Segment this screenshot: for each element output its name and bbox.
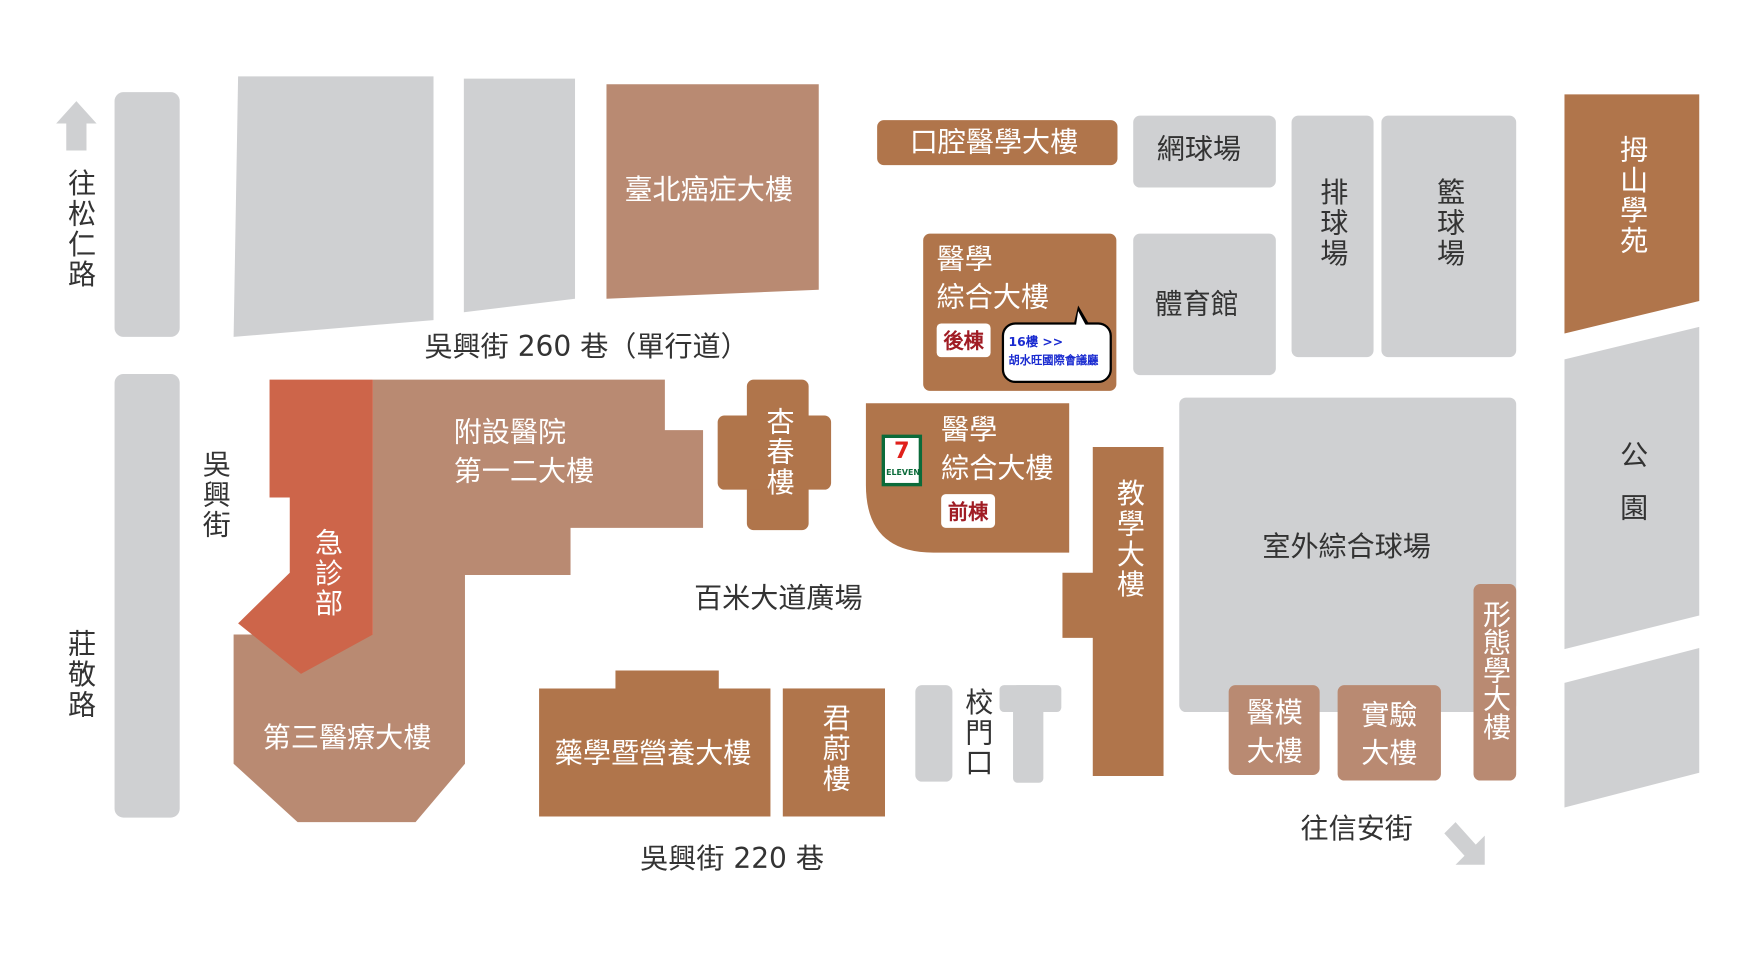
- label-morphology: 形態學大樓: [1479, 599, 1512, 741]
- label-complex-back-1: 醫學: [936, 242, 993, 276]
- conference-callout[interactable]: 16樓 >> 胡水旺國際會議廳: [1001, 322, 1112, 383]
- arrow-down-right-icon: [1444, 822, 1485, 865]
- emergency-building[interactable]: [238, 379, 373, 674]
- road-label-songren: 往松仁路: [64, 168, 97, 290]
- basketball-court[interactable]: [1381, 115, 1517, 358]
- seven-eleven-wordmark: ELEVEN: [886, 468, 920, 478]
- mushan-building[interactable]: [1564, 94, 1700, 334]
- morphology-building[interactable]: [1473, 584, 1517, 781]
- label-dental: 口腔醫學大樓: [909, 125, 1079, 159]
- callout-tail-fill: [1075, 311, 1087, 326]
- label-park: 公園: [1616, 440, 1649, 546]
- callout-floor: 16樓 >>: [1008, 334, 1064, 350]
- gray-block-1: [233, 76, 434, 337]
- gym[interactable]: [1133, 233, 1276, 376]
- label-mushan: 拇山學苑: [1616, 134, 1649, 257]
- road-label-xinyi: 往信安街: [1300, 812, 1413, 845]
- label-model-1: 醫模: [1246, 696, 1303, 729]
- label-hospital-2: 第一二大樓: [453, 454, 595, 488]
- label-complex-front-1: 醫學: [941, 413, 998, 446]
- label-emergency: 急診部: [311, 527, 344, 619]
- label-model-2: 大樓: [1246, 734, 1303, 768]
- park[interactable]: [1564, 326, 1700, 650]
- outdoor-court[interactable]: [1179, 397, 1517, 713]
- label-lab-2: 大樓: [1361, 736, 1418, 770]
- gray-block-3: [1564, 648, 1700, 808]
- badge-back: 後棟: [936, 323, 991, 358]
- road-label-lane260: 吳興街 260 巷（單行道）: [424, 330, 749, 363]
- label-plaza: 百米大道廣場: [694, 581, 863, 615]
- label-third-medical: 第三醫療大樓: [262, 721, 432, 754]
- hospital-building[interactable]: [233, 379, 704, 823]
- junwei-building[interactable]: [782, 688, 886, 817]
- label-outdoor-court: 室外綜合球場: [1262, 530, 1431, 563]
- label-tennis: 網球場: [1156, 132, 1242, 166]
- gate-stem: [1013, 685, 1044, 783]
- dental-building[interactable]: [877, 120, 1118, 166]
- label-complex-front-2: 綜合大樓: [941, 451, 1054, 485]
- road-label-wuxing: 吳興街: [198, 449, 232, 541]
- gray-block-2: [463, 78, 576, 313]
- label-junwei: 君蔚樓: [818, 703, 852, 795]
- pharmacy-building[interactable]: [539, 670, 771, 817]
- teaching-building[interactable]: [1062, 446, 1164, 777]
- label-teaching: 教學大樓: [1112, 478, 1146, 600]
- label-gate: 校門口: [961, 687, 994, 779]
- road-zhuangjing: [114, 373, 180, 818]
- label-pharmacy: 藥學暨營養大樓: [554, 736, 752, 770]
- label-complex-back-2: 綜合大樓: [936, 280, 1049, 314]
- label-basketball: 籃球場: [1433, 177, 1466, 269]
- model-building[interactable]: [1228, 685, 1320, 775]
- label-gym: 體育館: [1154, 287, 1239, 321]
- road-songren: [114, 92, 180, 337]
- volleyball-court[interactable]: [1291, 115, 1374, 358]
- tennis-court[interactable]: [1133, 115, 1276, 188]
- lab-building[interactable]: [1337, 685, 1441, 781]
- label-cancer: 臺北癌症大樓: [624, 172, 793, 206]
- arrow-up-icon: [56, 101, 97, 151]
- road-label-lane220: 吳興街 220 巷: [640, 842, 824, 875]
- road-label-zhuangjing: 莊敬路: [64, 628, 97, 720]
- cancer-building[interactable]: [606, 84, 819, 299]
- label-lab-1: 實驗: [1361, 698, 1418, 732]
- callout-hall: 胡水旺國際會議廳: [1008, 354, 1099, 367]
- badge-front: 前棟: [941, 494, 996, 528]
- label-xingchun: 杏春樓: [762, 406, 796, 498]
- label-hospital-1: 附設醫院: [453, 415, 567, 449]
- xingchun-horizontal[interactable]: [717, 415, 832, 490]
- gate-left-post: [915, 685, 953, 782]
- label-volleyball: 排球場: [1316, 177, 1349, 269]
